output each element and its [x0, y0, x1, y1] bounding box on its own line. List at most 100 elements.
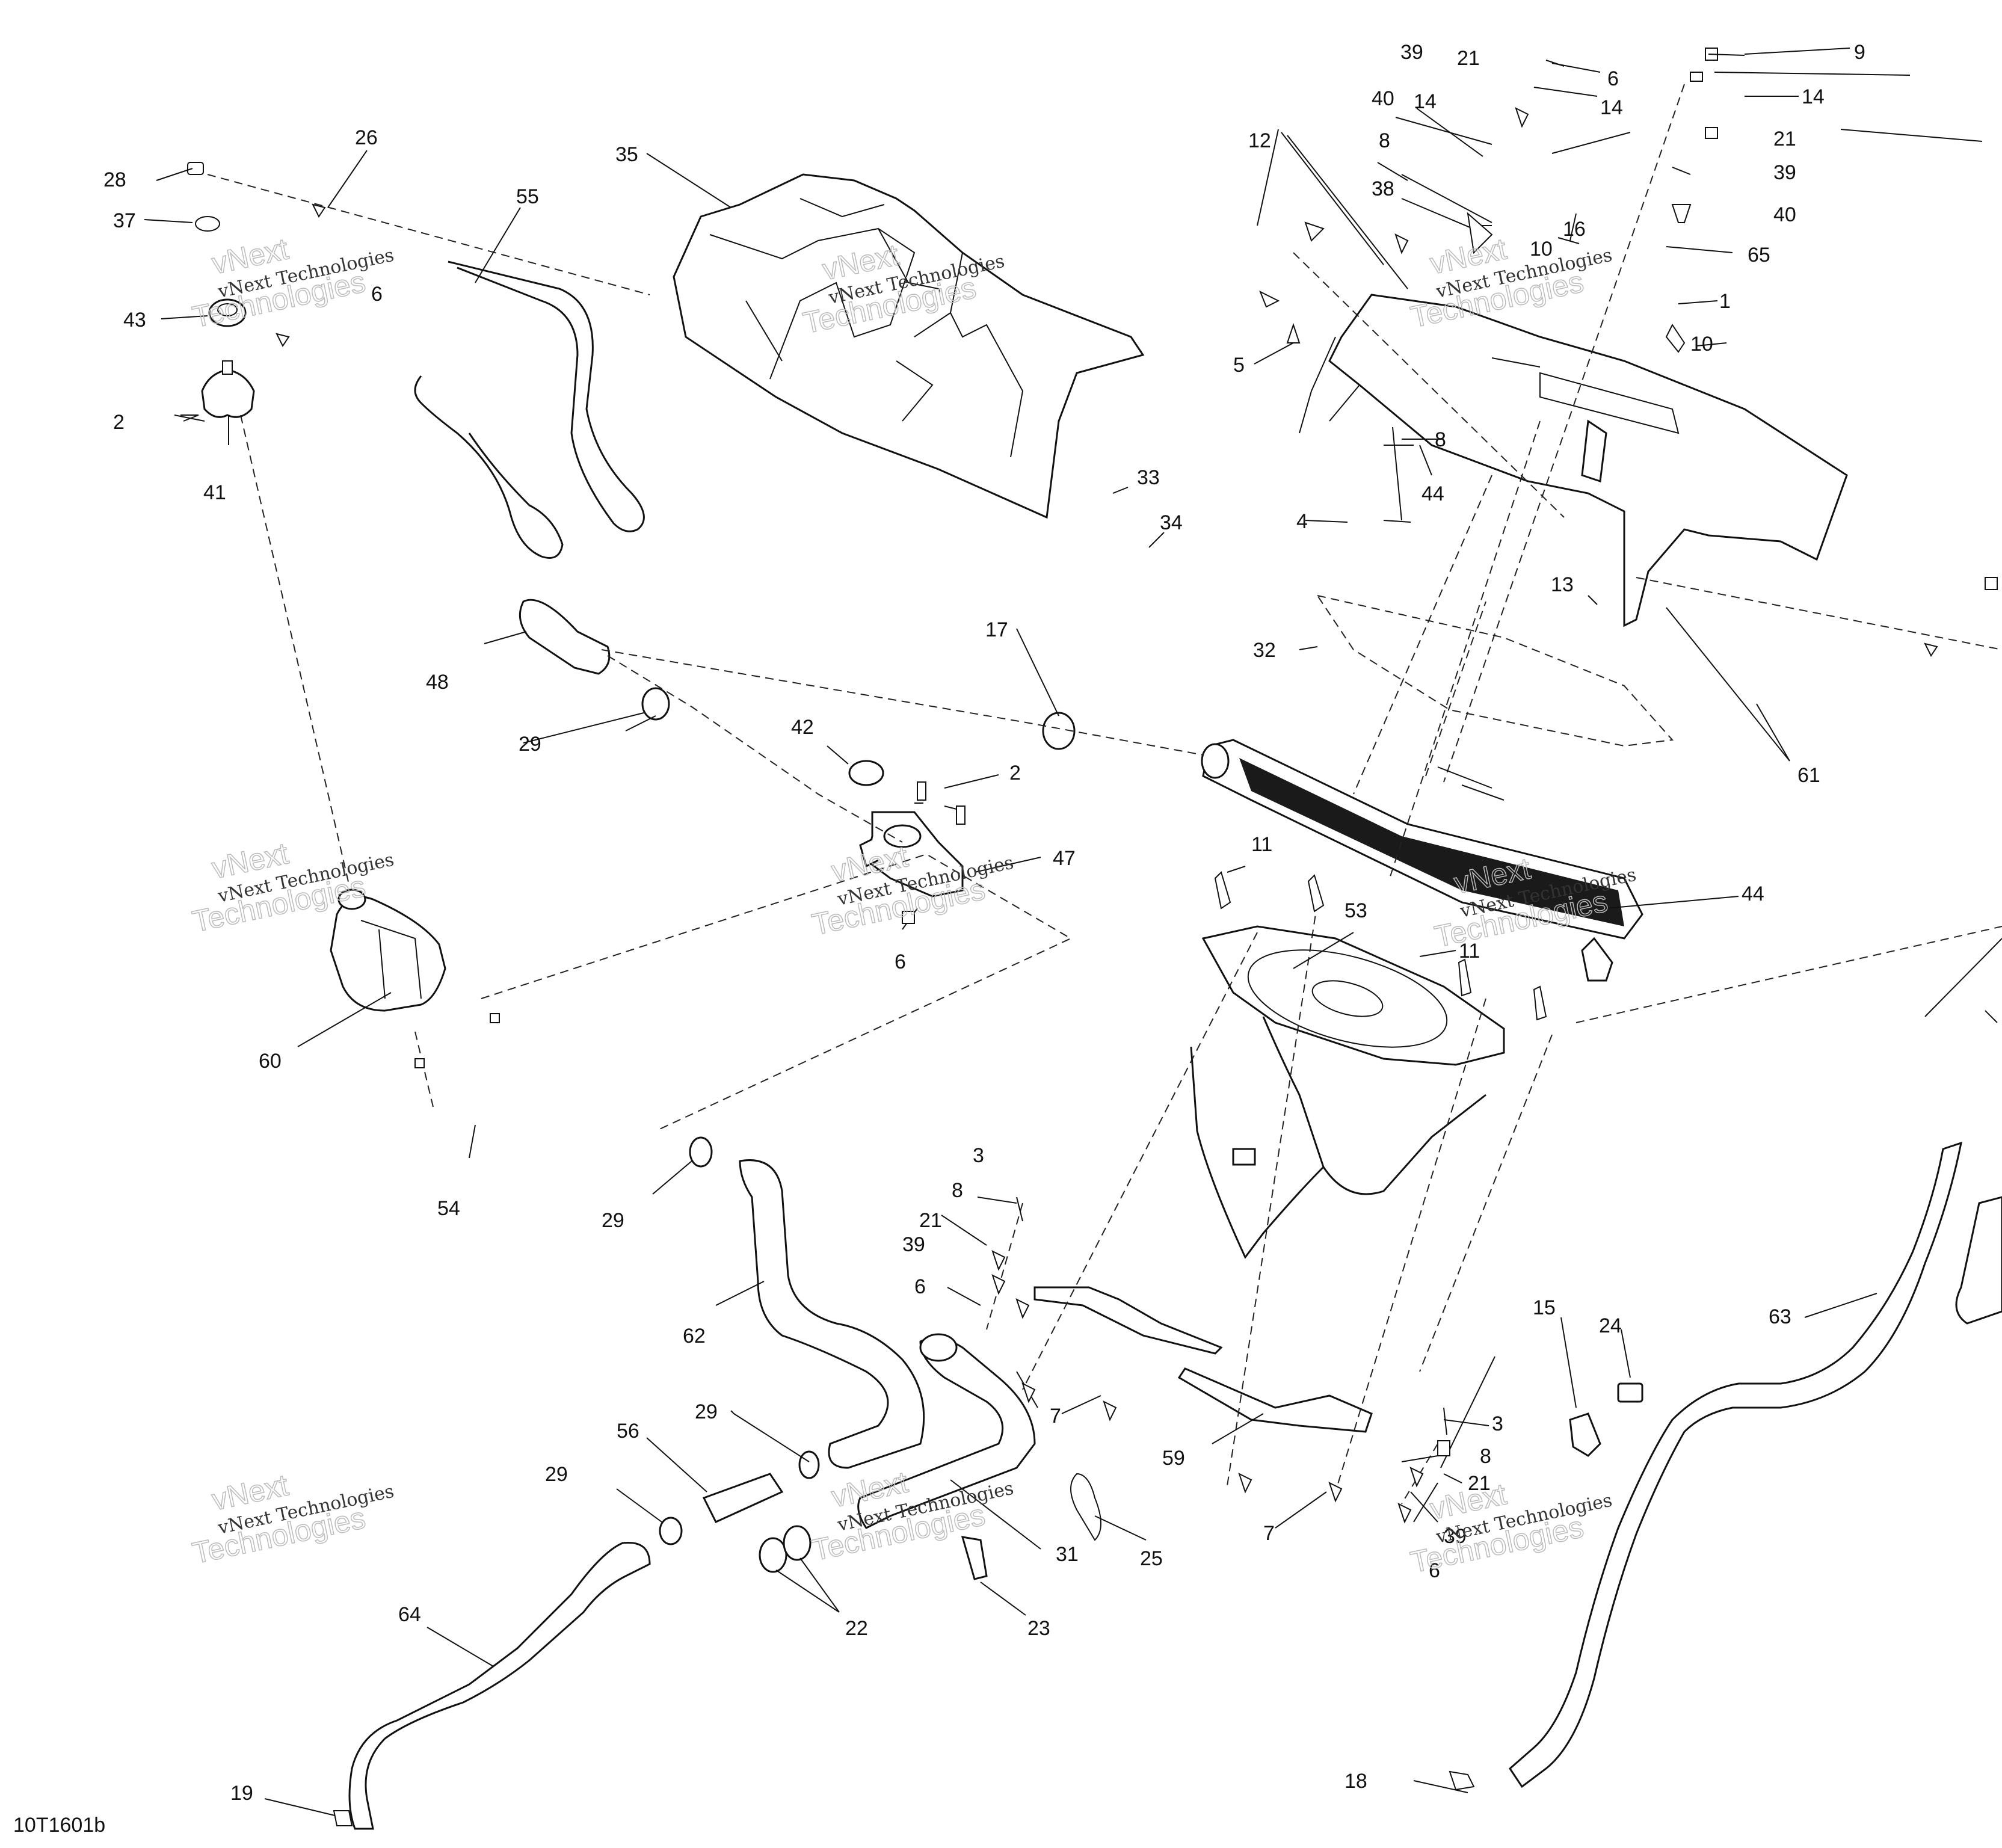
callout-65: 65 — [1748, 244, 1770, 266]
callout-13: 13 — [1551, 573, 1574, 596]
callout-25: 25 — [1140, 1547, 1163, 1570]
part-31-hose-end — [919, 1333, 958, 1362]
callout-7: 7 — [1050, 1405, 1061, 1428]
callout-14: 14 — [1600, 96, 1623, 119]
callout-35: 35 — [615, 143, 638, 166]
callout-11: 11 — [1251, 833, 1272, 856]
callout-23: 23 — [1027, 1617, 1050, 1640]
callout-29: 29 — [695, 1400, 718, 1423]
callout-9: 9 — [1854, 41, 1865, 64]
callout-11: 11 — [1459, 940, 1480, 962]
part-35-side-panel — [673, 173, 1145, 519]
callout-17: 17 — [985, 618, 1008, 641]
callout-61: 61 — [1797, 764, 1820, 787]
callout-4: 4 — [1296, 510, 1308, 533]
part-63-radiator-hose — [1509, 1141, 1962, 1788]
callout-40: 40 — [1773, 203, 1796, 226]
part-22-grommet-b — [783, 1525, 812, 1561]
callout-21: 21 — [1457, 47, 1480, 70]
callout-59: 59 — [1162, 1447, 1185, 1470]
part-54-loop-hose — [414, 375, 564, 559]
callout-19: 19 — [230, 1782, 253, 1805]
callout-42: 42 — [791, 716, 814, 739]
callout-31: 31 — [1056, 1543, 1079, 1566]
callout-7: 7 — [1263, 1522, 1275, 1545]
callout-18: 18 — [1344, 1770, 1367, 1793]
callout-53: 53 — [1344, 899, 1367, 922]
part-24-clip — [1617, 1382, 1643, 1403]
callout-16: 16 — [1563, 218, 1586, 241]
part-53-fan-shroud — [1190, 925, 1505, 1259]
callout-48: 48 — [426, 671, 449, 694]
part-63-hose-right-stub — [1955, 1196, 2002, 1325]
part-59-bracket — [1177, 1367, 1373, 1433]
part-55-breather-hose — [448, 260, 645, 532]
part-44-radiator — [1201, 739, 1643, 982]
callout-39: 39 — [1400, 41, 1423, 64]
assembly-dashed-lines — [207, 84, 2002, 1505]
callout-6: 6 — [371, 283, 383, 306]
callout-39: 39 — [1773, 161, 1796, 184]
callout-64: 64 — [398, 1603, 421, 1626]
callout-leader-lines — [144, 48, 1983, 1817]
callout-44: 44 — [1742, 882, 1764, 905]
part-17-clamp — [1042, 712, 1076, 750]
callout-63: 63 — [1769, 1305, 1791, 1328]
callout-34: 34 — [1160, 511, 1183, 534]
part-29-clamp-d — [659, 1517, 683, 1545]
part-62-upper-hose — [739, 1159, 925, 1469]
callout-6: 6 — [1429, 1559, 1440, 1582]
part-23-bracket — [961, 1536, 988, 1580]
callout-21: 21 — [1468, 1472, 1491, 1495]
callout-6: 6 — [1607, 67, 1619, 90]
callout-26: 26 — [355, 126, 378, 149]
callout-54: 54 — [437, 1197, 460, 1220]
part-cap-stack — [174, 162, 255, 422]
part-60-coolant-reservoir — [330, 889, 446, 1012]
callout-21: 21 — [1773, 128, 1796, 150]
part-31-lower-hose — [857, 1337, 1036, 1529]
callout-numbers: 1 2 2 3 3 4 5 6 6 6 6 6 7 7 8 8 8 8 9 10… — [103, 41, 1865, 1805]
callout-3: 3 — [1492, 1412, 1503, 1435]
callout-29: 29 — [602, 1209, 624, 1232]
callout-14: 14 — [1802, 85, 1825, 108]
callout-8: 8 — [1435, 428, 1446, 451]
callout-39: 39 — [1444, 1525, 1467, 1548]
part-22-grommet-a — [759, 1537, 787, 1573]
part-29-clamp-a — [641, 687, 670, 721]
part-61-bracket-frame — [1299, 294, 1848, 627]
callout-40: 40 — [1372, 87, 1394, 110]
callout-14: 14 — [1414, 90, 1437, 113]
callout-60: 60 — [259, 1050, 282, 1073]
part-48-hose-elbow — [519, 599, 611, 675]
part-29-clamp-b — [689, 1136, 713, 1168]
callout-44: 44 — [1421, 482, 1444, 505]
callout-15: 15 — [1533, 1296, 1556, 1319]
callout-10: 10 — [1690, 333, 1713, 356]
callout-29: 29 — [519, 733, 541, 756]
callout-8: 8 — [1480, 1445, 1491, 1468]
callout-38: 38 — [1372, 177, 1394, 200]
callout-32: 32 — [1253, 639, 1276, 662]
callout-1: 1 — [1719, 290, 1731, 313]
callout-41: 41 — [203, 481, 226, 504]
callout-37: 37 — [113, 209, 136, 232]
callout-8: 8 — [952, 1179, 963, 1202]
diagram-reference-code: 10T1601b — [13, 1814, 105, 1837]
part-64-radiator-hose — [348, 1541, 651, 1830]
part-25-strap — [1070, 1473, 1101, 1541]
callout-55: 55 — [516, 185, 539, 208]
callout-62: 62 — [683, 1325, 706, 1348]
callout-6: 6 — [914, 1275, 926, 1298]
callout-56: 56 — [617, 1420, 639, 1443]
parts-artwork — [174, 162, 2002, 1830]
callout-43: 43 — [123, 309, 146, 331]
callout-24: 24 — [1599, 1314, 1622, 1337]
callout-2: 2 — [1009, 762, 1021, 784]
part-29-clamp-c — [798, 1450, 820, 1479]
callout-28: 28 — [103, 168, 126, 191]
callout-22: 22 — [845, 1617, 868, 1640]
callout-12: 12 — [1248, 129, 1271, 152]
callout-39: 39 — [902, 1233, 925, 1256]
callout-29: 29 — [545, 1463, 568, 1486]
